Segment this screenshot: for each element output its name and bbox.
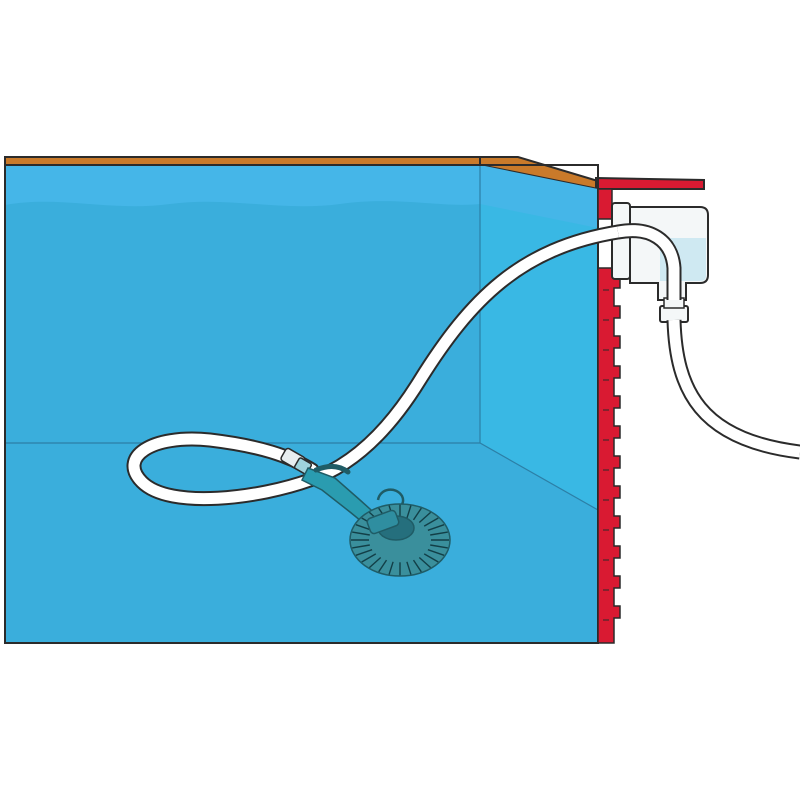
cleaner-head (366, 509, 400, 535)
hose-in-pool (128, 226, 624, 505)
cleaner-fin (418, 511, 432, 524)
pool-cleaner-icon (280, 447, 451, 577)
pool-wall-upper (597, 188, 613, 220)
water-front-wall (5, 201, 480, 443)
cleaner-fin (406, 505, 412, 519)
cleaner-fin (427, 524, 445, 531)
cleaner-fin (430, 544, 448, 549)
hose-outside (668, 319, 800, 458)
cleaner-fin (418, 556, 432, 569)
pool-wall-lower (597, 267, 621, 644)
pool-deck-front (4, 156, 481, 166)
skimmer-flange (611, 202, 631, 280)
suction-hose-icon (126, 223, 800, 507)
cleaner-fin (430, 531, 448, 536)
cleaner-fin (355, 549, 373, 556)
cleaner-fin (427, 549, 445, 556)
water-body (4, 164, 599, 644)
cleaner-fin (423, 517, 439, 527)
cleaner-fin (388, 561, 394, 575)
cleaner-fin (423, 553, 439, 563)
pool-floor (5, 443, 598, 643)
cleaner-fin (412, 507, 422, 521)
skimmer-box-icon (611, 202, 709, 323)
cleaner-fin (352, 531, 370, 536)
water-surface-front (5, 165, 480, 210)
cleaner-fin (368, 556, 382, 569)
hose-skimmer-loop (616, 225, 680, 300)
cleaner-fin (361, 553, 377, 563)
pool-deck-cap (595, 176, 705, 190)
cleaner-fin (406, 561, 412, 575)
pool-wall-bolts (603, 289, 609, 621)
cleaner-fin (352, 544, 370, 549)
cleaner-fin (412, 559, 422, 573)
pool-wall (597, 188, 621, 644)
cleaner-fin (378, 559, 388, 573)
cleaner-arm (313, 463, 351, 475)
